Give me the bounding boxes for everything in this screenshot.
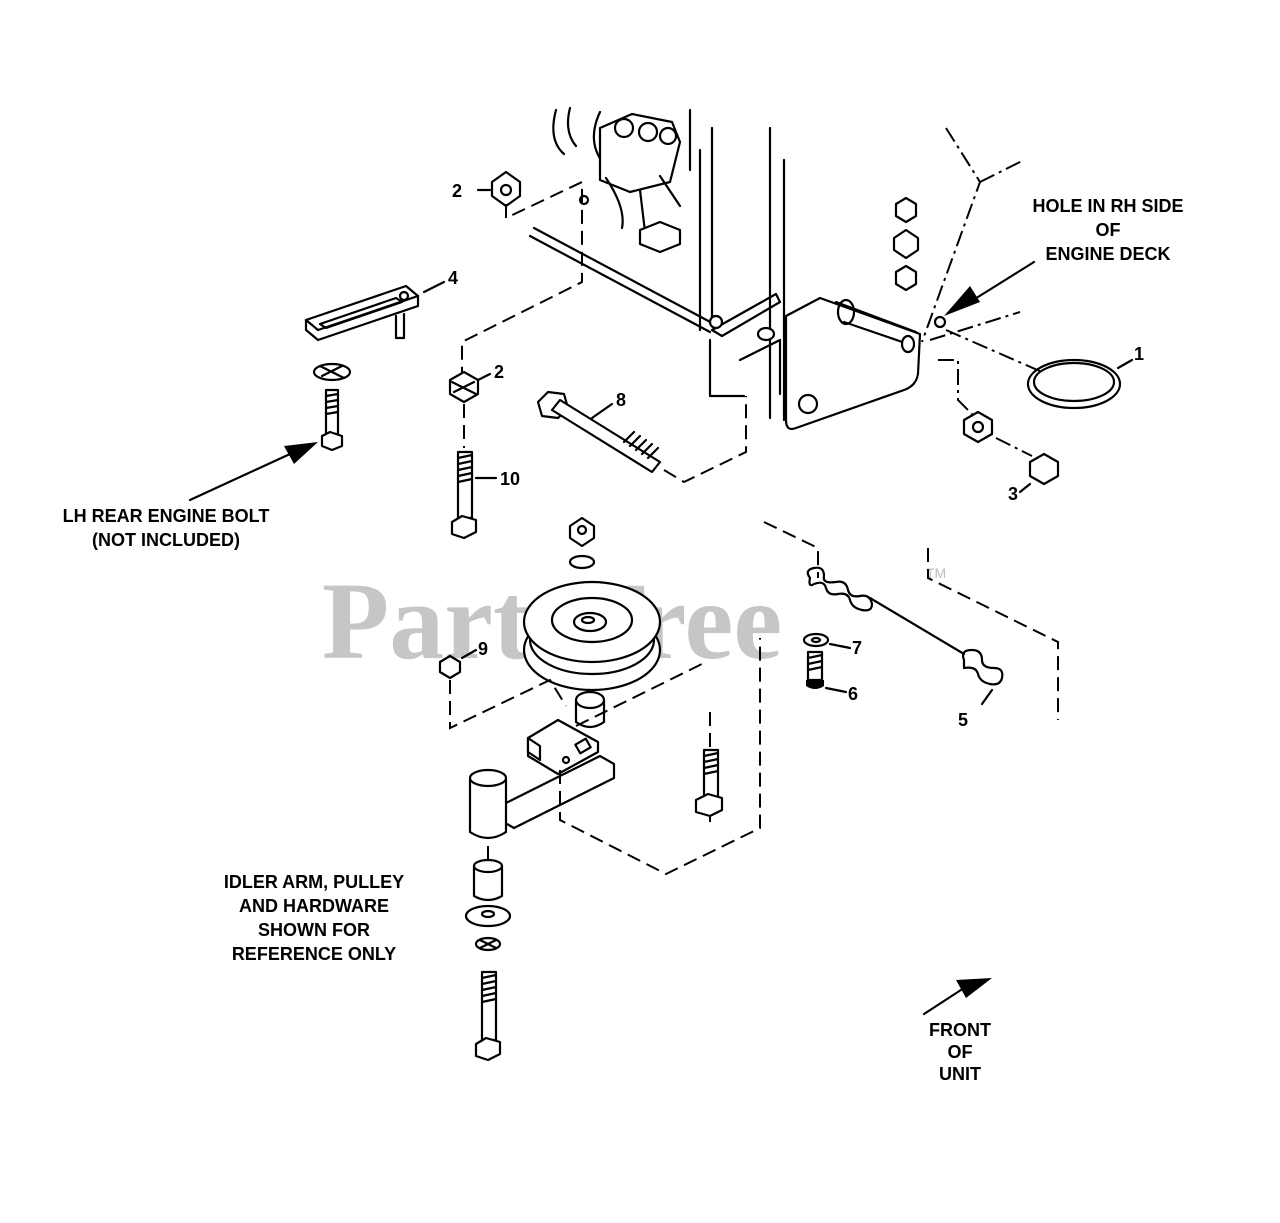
- note-lh-rear-bolt: LH REAR ENGINE BOLT (NOT INCLUDED): [63, 442, 318, 550]
- note-front-of-unit-line3: UNIT: [939, 1064, 981, 1084]
- engine-bolt-icon: [658, 126, 678, 146]
- callout-9: 9: [478, 639, 488, 659]
- callout-10: 10: [500, 469, 520, 489]
- note-hole-rh-side-line2: OF: [1096, 220, 1121, 240]
- callout-4: 4: [448, 268, 458, 288]
- callout-2-upper: 2: [452, 181, 462, 201]
- note-front-of-unit-line1: FRONT: [929, 1020, 991, 1040]
- callout-7: 7: [852, 638, 862, 658]
- part-5-rod: 5: [763, 521, 1059, 730]
- part-4-bracket: 4: [304, 268, 458, 452]
- callout-1: 1: [1134, 344, 1144, 364]
- part-1-ring: 1: [945, 329, 1144, 410]
- part-7-washer: 7: [802, 632, 862, 658]
- note-lh-rear-bolt-line2: (NOT INCLUDED): [92, 530, 240, 550]
- callout-8: 8: [616, 390, 626, 410]
- idler-pulley-assembly: [522, 516, 662, 729]
- part-10-bolt: 10: [450, 404, 520, 540]
- arrow-head-icon: [944, 286, 980, 316]
- part-6-bolt: 6: [806, 650, 858, 704]
- note-idler-arm-line1: IDLER ARM, PULLEY: [224, 872, 404, 892]
- note-hole-rh-side-line3: ENGINE DECK: [1045, 244, 1170, 264]
- callout-2-lower: 2: [494, 362, 504, 382]
- part-3-nuts: 3: [938, 359, 1060, 504]
- part-9-nut: 9: [438, 639, 567, 730]
- note-lh-rear-bolt-line1: LH REAR ENGINE BOLT: [63, 506, 270, 526]
- part-8-bolt: 8: [536, 390, 747, 484]
- note-front-of-unit-line2: OF: [948, 1042, 973, 1062]
- note-idler-arm: IDLER ARM, PULLEY AND HARDWARE SHOWN FOR…: [224, 872, 404, 964]
- note-hole-rh-side-line1: HOLE IN RH SIDE: [1032, 196, 1183, 216]
- arrow-head-icon: [284, 442, 318, 464]
- note-idler-arm-line2: AND HARDWARE: [239, 896, 389, 916]
- engine-bolt-icon: [613, 117, 635, 139]
- deck-bolt: [694, 748, 724, 818]
- note-hole-rh-side: HOLE IN RH SIDE OF ENGINE DECK: [944, 196, 1184, 316]
- part-2-upper-nut: 2: [452, 170, 590, 382]
- front-direction-arrow-icon: [956, 978, 992, 998]
- callout-3: 3: [1008, 484, 1018, 504]
- callout-6: 6: [848, 684, 858, 704]
- engine-bolt-icon: [637, 121, 659, 143]
- note-idler-arm-line3: SHOWN FOR: [258, 920, 370, 940]
- callout-5: 5: [958, 710, 968, 730]
- note-idler-arm-line4: REFERENCE ONLY: [232, 944, 396, 964]
- part-2-lower-nut: 2: [448, 362, 504, 404]
- idler-arm: [468, 638, 761, 876]
- engine-deck-plate: [756, 127, 1025, 431]
- watermark-trademark: TM: [926, 565, 946, 581]
- engine-assembly: [528, 106, 786, 422]
- idler-lower-hardware: [464, 846, 512, 1062]
- note-front-of-unit: FRONT OF UNIT: [922, 978, 992, 1084]
